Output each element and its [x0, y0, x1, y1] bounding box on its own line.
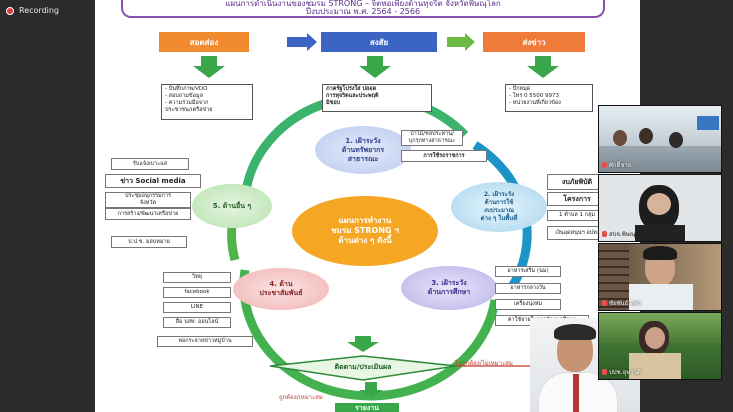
slide-subtitle: ปีงบประมาณ พ.ศ. 2564 - 2566	[305, 7, 421, 16]
node-budget: 2. เฝ้าระวัง ด้านการใช้ งบประมาณ ต่าง ๆ …	[451, 182, 547, 232]
arrow-down-icon	[193, 56, 225, 78]
tag-milk: อาหารเสริม (นม)	[495, 266, 561, 277]
participant-tile[interactable]: ศักดิ์ชาย	[598, 105, 722, 173]
tag-lunch: อาหารกลางวัน	[495, 283, 561, 294]
recording-label: Recording	[19, 6, 60, 15]
tag-line: LINE	[163, 302, 231, 313]
node-education: 3. เฝ้าระวัง ด้านการศึกษา	[401, 266, 497, 310]
mic-muted-icon	[602, 162, 607, 168]
evaluation-label: ติดตาม/ประเมินผล	[334, 363, 392, 371]
recording-dot-icon	[6, 6, 14, 15]
node-pr: 4. ด้าน ประชาสัมพันธ์	[233, 268, 329, 310]
tag-provincial-meeting: ประชุมอนุกรรมการ จังหวัด	[105, 192, 191, 208]
header-suspect: สงสัย	[321, 32, 437, 52]
tag-nacc-assign: ป.ป.ช. มอบหมาย	[111, 236, 187, 248]
participant-tile[interactable]: สปจ.พิษณุโลก/บสร์วันนี้	[598, 174, 722, 242]
recording-indicator: Recording	[6, 6, 59, 15]
tag-vehicle: การใช้รถราชการ	[401, 150, 487, 162]
tag-online-media: สื่อ บสท. ออนไลน์	[163, 317, 231, 328]
mic-muted-icon	[602, 369, 607, 375]
bottom-report-box: รายงาน	[335, 403, 399, 412]
not-ok-label: ไม่ถูกต้อง/ไม่เหมาะสม	[455, 360, 513, 367]
participant-name: ศักดิ์ชาย	[602, 160, 631, 170]
arrow-down-icon	[347, 336, 379, 352]
slide-title: แผนการดำเนินงานของชมรม STRONG – จิตพอเพี…	[121, 0, 605, 18]
tag-village-broadcast: หอกระจายข่าวหมู่บ้าน	[157, 336, 253, 347]
participant-name: ปปช.อุษาวดี	[602, 367, 641, 377]
mic-muted-icon	[602, 231, 607, 237]
participant-name: สปจ.พิษณุโลก/บสร์วันนี้	[602, 229, 670, 239]
arrow-right-icon	[287, 33, 317, 51]
tag-subsidy: เงินอุดหนุนฯ อปท.	[547, 226, 607, 240]
node-other: 5. ด้านอื่น ๆ	[192, 184, 272, 228]
ok-label: ถูกต้อง/เหมาะสม	[279, 394, 323, 401]
center-plan: แผนการทำงาน ชมรม STRONG ฯ ด้านต่าง ๆ ดัง…	[292, 196, 438, 266]
tag-uniform: เครื่องนุ่งห่ม	[495, 299, 561, 310]
tag-network: การสร้าง/พัฒนาเครือข่าย	[105, 208, 191, 220]
participant-tile[interactable]: ชัยพันธ์ ศศร	[598, 243, 722, 311]
arrow-down-icon	[359, 382, 383, 398]
header-report: ส่งข่าว	[483, 32, 585, 52]
shared-screen: แผนการดำเนินงานของชมรม STRONG – จิตพอเพี…	[95, 0, 640, 412]
tag-radio: วิทยุ	[163, 272, 231, 283]
participant-tile[interactable]: ปปช.อุษาวดี	[598, 312, 722, 380]
mic-muted-icon	[602, 300, 607, 306]
suspect-details: ภาครัฐโปร่งใส ปลอด การทุจริตและประพฤติ ม…	[322, 84, 432, 112]
node-public-resources: 1. เฝ้าระวัง ด้านทรัพยากร สาธารณะ	[315, 126, 411, 174]
arrow-down-icon	[527, 56, 559, 78]
tag-social-media: ข่าว Social media	[105, 174, 201, 188]
participant-name: ชัยพันธ์ ศศร	[602, 298, 641, 308]
tag-facebook: facebook	[163, 287, 231, 298]
monitor-details: - บันทึกภาพ/VDO - สอบถามข้อมูล - ความร่ว…	[161, 84, 253, 120]
tag-tipoff: รับแจ้งเบาะแส	[111, 158, 189, 170]
arrow-right-icon	[447, 33, 475, 51]
tag-forest: ป่าไม้/ชลประทาน/ บุกรุกทางสาธารณะ	[401, 130, 463, 146]
slide-title-text: แผนการดำเนินงานของชมรม STRONG – จิตพอเพี…	[225, 0, 501, 8]
header-monitor: สอดส่อง	[159, 32, 249, 52]
report-details: - ปักหมุด - โทร 0 5500 9973 - หน่วยงานที…	[505, 84, 593, 112]
arrow-down-icon	[359, 56, 391, 78]
